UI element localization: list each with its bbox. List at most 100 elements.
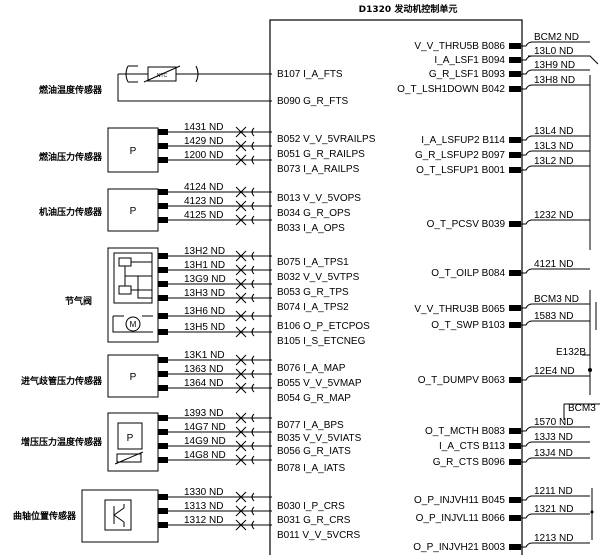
left-wire-label: 13H3 ND	[184, 288, 225, 299]
left-pin-label: B076 I_A_MAP	[277, 363, 346, 374]
fuel-pressure-p-letter: P	[130, 146, 137, 157]
right-wire: 1213 ND	[509, 533, 590, 550]
left-pin-label: B054 G_R_MAP	[277, 393, 351, 404]
throttle-body: M	[107, 247, 159, 343]
left-pin-label: B090 G_R_FTS	[277, 96, 348, 107]
sensor-connector-pin	[158, 267, 168, 273]
left-wire-label: 1330 ND	[184, 487, 223, 498]
fuel-pressure-box	[107, 127, 159, 173]
sensor-connector-pin	[158, 129, 168, 135]
left-wire: 13G9 ND	[158, 274, 272, 290]
motor-letter: M	[130, 320, 137, 329]
sensor-label-fuel-temp: 燃油温度传感器	[39, 84, 103, 96]
splice-label: E132B	[556, 347, 586, 358]
sensor-label-oil-pressure: 机油压力传感器	[39, 206, 103, 218]
left-wire: 1330 ND	[158, 487, 272, 503]
sensor-connector-pin	[158, 443, 168, 449]
left-pin-label: B031 G_R_CRS	[277, 515, 351, 526]
right-wire: 13L0 ND	[509, 46, 590, 63]
ecu-connector-pin	[509, 305, 521, 311]
left-wire-label: 4123 ND	[184, 196, 223, 207]
left-pin-label: B055 V_V_5VMAP	[277, 378, 362, 389]
left-wire: 1200 ND	[158, 150, 272, 166]
sensor-label-crank: 曲轴位置传感器	[13, 510, 77, 522]
sensor-connector-pin	[158, 189, 168, 195]
sensor-label-throttle: 节气阀	[65, 295, 92, 307]
left-wire-label: 13H5 ND	[184, 322, 225, 333]
ecu-connector-pin	[509, 270, 521, 276]
fuel-temp-sensor: NTC	[117, 65, 272, 102]
map-sensor: P	[107, 354, 159, 398]
left-wire: 13H6 ND	[158, 306, 272, 322]
sensor-connector-pin	[158, 429, 168, 435]
right-pin-label: O_T_LSH1DOWN B042	[397, 84, 505, 95]
left-wire: 1364 ND	[158, 378, 272, 394]
sensor-connector-pin	[158, 253, 168, 259]
left-pin-label: B107 I_A_FTS	[277, 69, 343, 80]
left-wire: 13H2 ND	[158, 246, 272, 262]
ecu-connector-pin	[509, 57, 521, 63]
ecu-connector-pin	[509, 137, 521, 143]
motor-icon	[125, 316, 141, 332]
left-wire: 13H1 ND	[158, 260, 272, 276]
left-wire-label: 1393 ND	[184, 408, 223, 419]
sensor-connector-pin	[158, 329, 168, 335]
left-pin-label: B034 G_R_OPS	[277, 208, 351, 219]
left-wire-label: 1363 ND	[184, 364, 223, 375]
right-pin-label: O_P_INJVH11 B045	[414, 495, 505, 506]
left-wire: 14G8 ND	[158, 450, 272, 466]
sensor-connector-pin	[158, 494, 168, 500]
right-wire-label: 1570 ND	[534, 417, 573, 428]
left-pin-label: B011 V_V_5VCRS	[277, 530, 361, 541]
ecu-connector-pin	[509, 544, 521, 550]
right-pin-label: O_T_OILP B084	[431, 268, 505, 279]
right-wire-label: 1232 ND	[534, 210, 573, 221]
right-wire: 12E4 ND	[509, 366, 590, 383]
ecu-connector-pin	[509, 428, 521, 434]
sensor-label-boost-temp: 增压压力温度传感器	[21, 436, 103, 448]
ecu-connector-pin	[509, 377, 521, 383]
left-wire: 1431 ND	[158, 122, 272, 138]
right-wire: BCM2 ND	[509, 32, 590, 49]
sensor-connector-pin	[158, 522, 168, 528]
sensor-connector-pin	[158, 415, 168, 421]
sensor-connector-pin	[158, 385, 168, 391]
ecu-connector-pin	[509, 86, 521, 92]
crank-sensor	[81, 489, 159, 543]
right-wire: 1211 ND	[509, 486, 590, 503]
oil-pressure-sensor: P	[107, 188, 159, 232]
right-wire: 13L3 ND	[509, 141, 590, 158]
left-wire: 1363 ND	[158, 364, 272, 380]
left-wire-label: 13H6 ND	[184, 306, 225, 317]
sensor-connector-pin	[158, 295, 168, 301]
left-wire-label: 1200 ND	[184, 150, 223, 161]
sensor-connector-pin	[158, 281, 168, 287]
right-wire-label: 13L3 ND	[534, 141, 573, 152]
left-wire: 1429 ND	[158, 136, 272, 152]
right-wire-label: 1321 ND	[534, 504, 573, 515]
right-wire-label: BCM3 ND	[534, 294, 579, 305]
sensor-connector-pin	[158, 457, 168, 463]
left-pin-label: B075 I_A_TPS1	[277, 257, 349, 268]
right-wire-label: 13L0 ND	[534, 46, 573, 57]
right-pin-label: O_T_SWP B103	[431, 320, 505, 331]
left-wire: 13H3 ND	[158, 288, 272, 304]
right-wire-label: 13J3 ND	[534, 432, 573, 443]
sensor-connector-pin	[158, 357, 168, 363]
left-wire: 13K1 ND	[158, 350, 272, 366]
sensor-connector-pin	[158, 157, 168, 163]
left-wire: 4123 ND	[158, 196, 272, 212]
left-pin-label: B106 O_P_ETCPOS	[277, 321, 370, 332]
ecu-connector-pin	[509, 152, 521, 158]
left-pin-label: B013 V_V_5VOPS	[277, 193, 361, 204]
ecu-connector-pin	[509, 322, 521, 328]
right-wire-label: 1211 ND	[534, 486, 573, 497]
left-wire-label: 14G9 ND	[184, 436, 226, 447]
right-wire: 13H9 ND	[509, 60, 590, 77]
right-wire: 4121 ND	[509, 259, 590, 276]
right-pin-label: O_T_MCTH B083	[425, 426, 505, 437]
